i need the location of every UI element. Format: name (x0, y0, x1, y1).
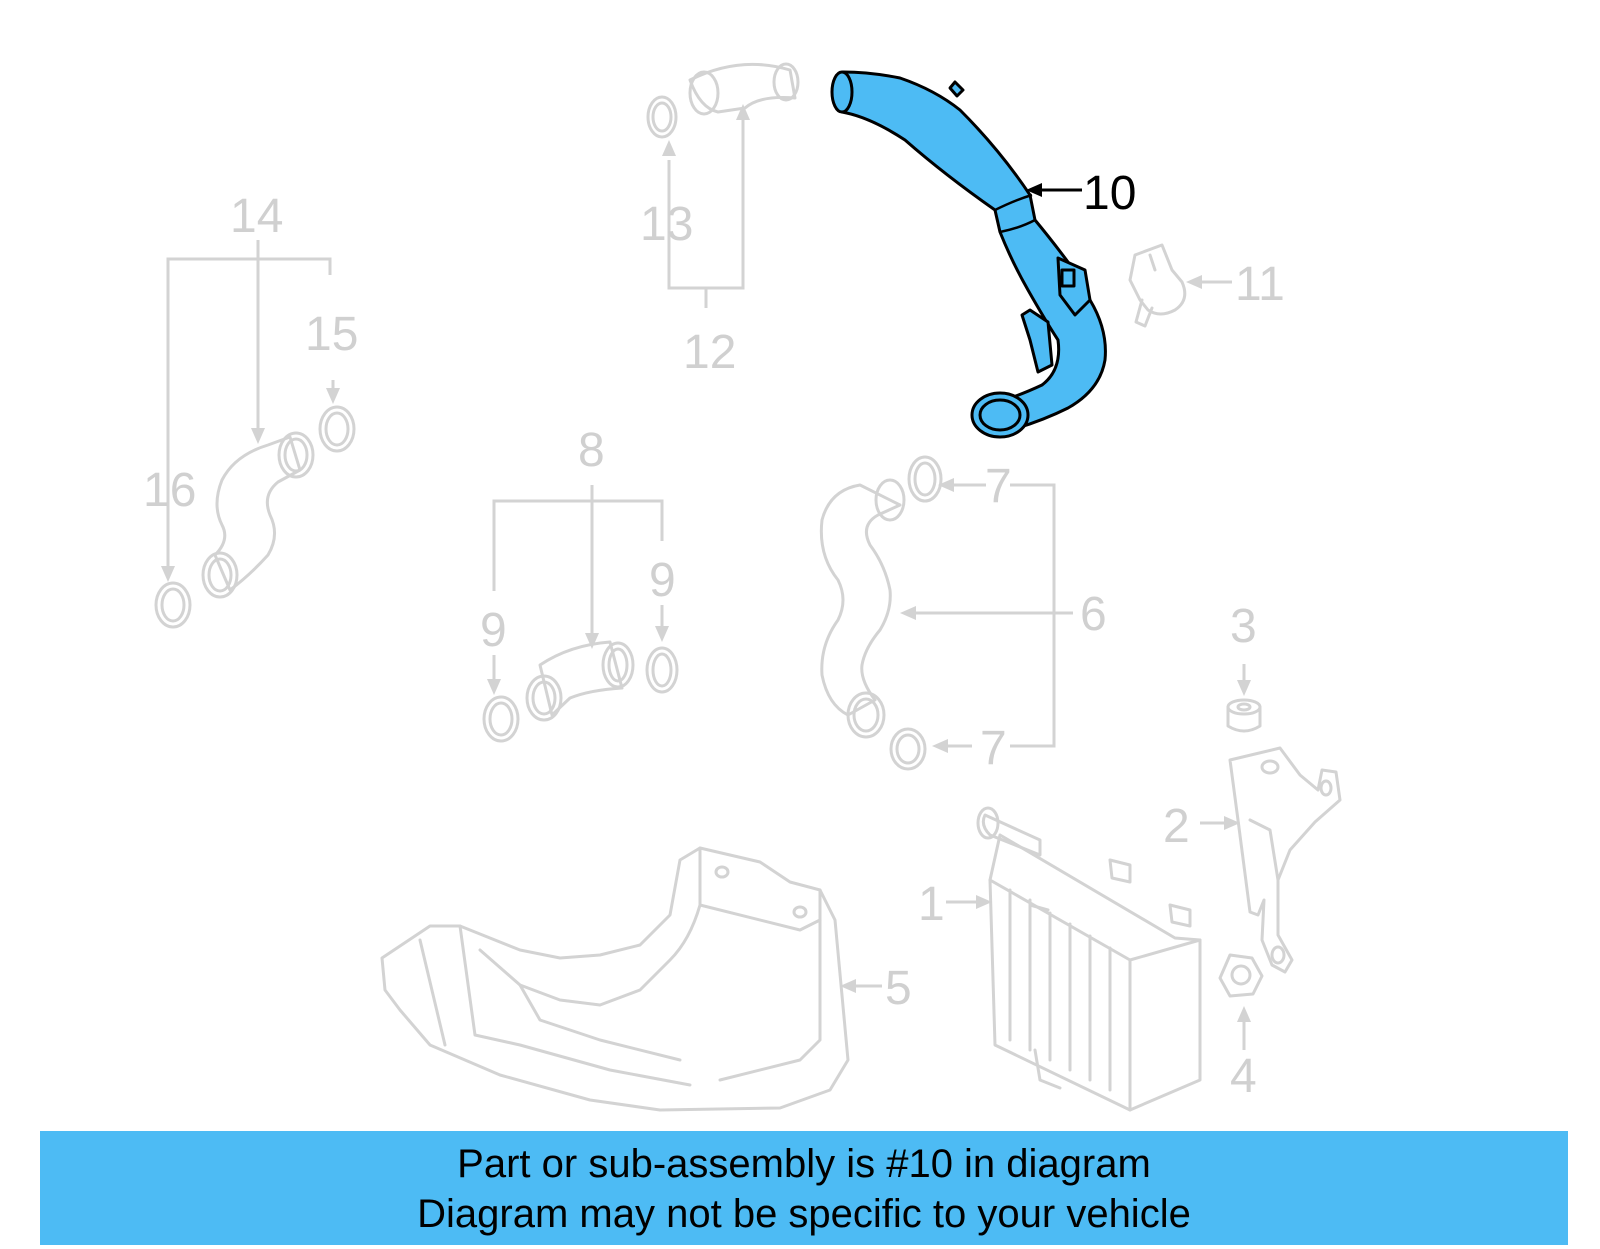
callout-16: 16 (143, 464, 196, 517)
leader-14-15-16 (161, 240, 340, 582)
callout-10: 10 (1083, 167, 1136, 220)
part-14-hose (201, 431, 315, 599)
callout-3: 3 (1230, 600, 1257, 653)
parts-diagram: 13 12 10 11 (143, 62, 1342, 1112)
part-3-bushing (1226, 698, 1262, 733)
callout-8: 8 (578, 424, 605, 477)
part-11-sensor (1128, 243, 1187, 328)
info-banner: Part or sub-assembly is #10 in diagram D… (40, 1131, 1568, 1245)
part-15-ring (318, 405, 356, 453)
part-10-intake-pipe (830, 70, 1107, 439)
leader-2 (1200, 816, 1240, 830)
callout-13: 13 (640, 198, 693, 251)
leader-10 (1026, 183, 1082, 197)
callout-11: 11 (1235, 258, 1285, 311)
leader-11 (1186, 275, 1232, 289)
part-4-nut (1218, 953, 1264, 998)
part-9-ring-left (482, 695, 520, 743)
banner-line-disclaimer: Diagram may not be specific to your vehi… (417, 1192, 1191, 1236)
leader-8-9 (487, 485, 669, 695)
part-7-ring-top (907, 455, 943, 503)
callout-7-top: 7 (985, 460, 1012, 513)
callout-4: 4 (1230, 1050, 1257, 1103)
leader-1 (946, 895, 992, 909)
part-5-air-duct (380, 846, 850, 1112)
leader-3 (1237, 664, 1251, 696)
banner-line-part-number: Part or sub-assembly is #10 in diagram (457, 1142, 1151, 1186)
callout-1: 1 (918, 878, 945, 931)
callout-2: 2 (1163, 800, 1190, 853)
callout-15: 15 (305, 308, 358, 361)
part-8-hose (525, 640, 635, 722)
part-7-ring-bottom (889, 727, 927, 771)
part-6-hose (819, 478, 906, 739)
callout-12: 12 (683, 326, 736, 379)
callout-9-left: 9 (480, 604, 507, 657)
leader-4 (1237, 1006, 1251, 1050)
leader-5 (840, 979, 882, 993)
callout-9-right: 9 (649, 554, 676, 607)
part-1-intercooler (976, 806, 1202, 1112)
callout-5: 5 (885, 962, 912, 1015)
part-9-ring-right (645, 646, 679, 694)
callout-7-bottom: 7 (980, 722, 1007, 775)
part-16-ring (154, 581, 192, 629)
part-13-hose (646, 62, 800, 139)
leader-6-7 (900, 478, 1073, 753)
part-2-bracket (1228, 746, 1342, 974)
callout-14: 14 (230, 190, 283, 243)
leader-12-13 (662, 104, 750, 308)
callout-6: 6 (1080, 588, 1107, 641)
